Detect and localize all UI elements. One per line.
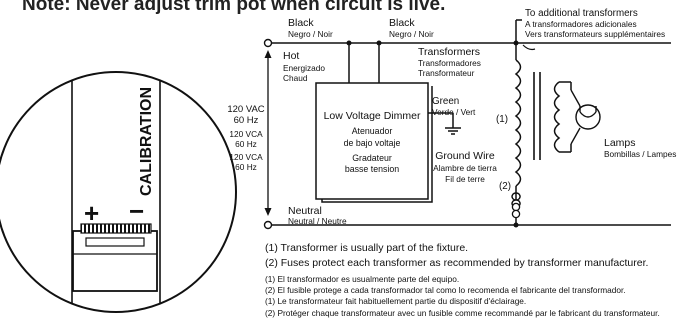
supply-label-1: 120 VAC bbox=[227, 104, 264, 115]
supply-label-3: 120 VCA bbox=[229, 129, 263, 139]
marker-2: (2) bbox=[499, 181, 511, 192]
hot-terminal bbox=[263, 38, 273, 48]
wires bbox=[268, 19, 671, 226]
minus-sign: − bbox=[129, 196, 144, 226]
supply-label-5: 120 VCA bbox=[229, 152, 263, 162]
ground-wire-fr: Fil de terre bbox=[445, 174, 485, 184]
to-additional-label: To additional transformers bbox=[525, 8, 638, 19]
black-right-sub: Negro / Noir bbox=[389, 29, 434, 39]
footnote-es-1: (1) El transformador es usualmente parte… bbox=[265, 274, 460, 284]
neutral-sub: Neutral / Neutre bbox=[288, 216, 347, 226]
to-additional-es: A transformadores adicionales bbox=[525, 19, 637, 29]
footnote-es-2: (2) El fusible protege a cada transforma… bbox=[265, 285, 626, 296]
marker-1: (1) bbox=[496, 114, 508, 125]
ground-wire-label: Ground Wire bbox=[435, 150, 495, 162]
plus-sign: + bbox=[84, 198, 99, 228]
dimmer-fr-1: Gradateur bbox=[352, 153, 392, 163]
footnote-fr-1: (1) Le transformateur fait habituellemen… bbox=[265, 296, 527, 307]
trim-pot-slot[interactable] bbox=[85, 237, 145, 247]
dimmer-es-2: de bajo voltaje bbox=[344, 138, 401, 148]
transformers-fr: Transformateur bbox=[418, 68, 475, 78]
supply-label-6: 60 Hz bbox=[235, 162, 257, 172]
black-left-label: Black bbox=[288, 17, 314, 29]
neutral-terminal bbox=[263, 220, 273, 230]
green-label: Green bbox=[432, 96, 459, 107]
hot-label: Hot bbox=[283, 50, 299, 62]
warning-note: Note: Never adjust trim pot when circuit… bbox=[22, 0, 445, 15]
wiring-labels: Black Negro / Noir Black Negro / Noir Ho… bbox=[227, 8, 676, 226]
green-sub: Verde / Vert bbox=[432, 107, 476, 117]
neutral-label: Neutral bbox=[288, 205, 322, 217]
transformer-primary-coil bbox=[514, 59, 522, 187]
inset-circle bbox=[0, 71, 237, 313]
transformer-secondary-coil bbox=[553, 81, 561, 153]
footnotes: (1) Transformer is usually part of the f… bbox=[265, 241, 685, 319]
dimmer-es-1: Atenuador bbox=[352, 126, 393, 136]
supply-arrow bbox=[264, 50, 272, 216]
transformers-label: Transformers bbox=[418, 46, 480, 58]
trim-pot-inset: CALIBRATION + − bbox=[0, 71, 237, 313]
to-additional-arrow bbox=[522, 44, 536, 51]
footnote-en-2: (2) Fuses protect each transformer as re… bbox=[265, 257, 649, 269]
calibration-label: CALIBRATION bbox=[138, 87, 155, 196]
supply-label-2: 60 Hz bbox=[234, 115, 259, 126]
lamps-sub: Bombillas / Lampes bbox=[604, 149, 676, 159]
junction-dots bbox=[346, 40, 519, 228]
transformer-core bbox=[533, 72, 541, 160]
hot-sub-2: Chaud bbox=[283, 73, 308, 83]
trim-pot-knurl bbox=[80, 223, 152, 234]
transformers-es: Transformadores bbox=[418, 58, 481, 68]
supply-label-4: 60 Hz bbox=[235, 139, 257, 149]
ground-wire-es: Alambre de tierra bbox=[433, 163, 497, 173]
dimmer-title: Low Voltage Dimmer bbox=[324, 110, 421, 122]
black-left-sub: Negro / Noir bbox=[288, 29, 333, 39]
dimmer-fr-2: basse tension bbox=[345, 164, 399, 174]
supply-terminals bbox=[263, 38, 273, 230]
hot-sub-1: Energizado bbox=[283, 63, 325, 73]
to-additional-fr: Vers transformateurs supplémentaires bbox=[525, 29, 665, 39]
lamps-label: Lamps bbox=[604, 137, 636, 149]
lamp-symbol bbox=[570, 89, 601, 145]
footnote-fr-2: (2) Protéger chaque transformateur avec … bbox=[265, 307, 660, 318]
dimmer-box bbox=[315, 82, 433, 203]
black-right-label: Black bbox=[389, 17, 415, 29]
footnote-en-1: (1) Transformer is usually part of the f… bbox=[265, 242, 469, 254]
